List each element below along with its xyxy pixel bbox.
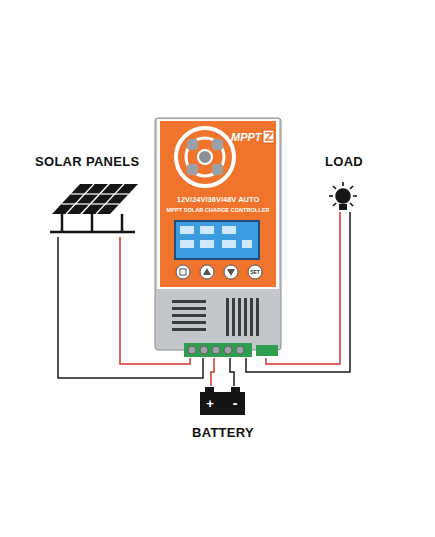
button-caption: SET [248,270,262,275]
positive-sign: + [204,397,216,410]
solar-panel-icon [50,184,138,232]
node-title: SOLAR PANELS [35,155,145,169]
battery-icon [200,387,245,415]
load-group: LOAD [318,155,370,212]
charge-controller: MPPT 12V/24V/36V/48V AUTO MPPT SOLAR CHARG… [155,118,281,358]
node-text: MPPT SOLAR CHARGE CONTROLLER [155,207,281,213]
negative-sign: - [229,396,241,410]
node-text: 12V/24V/36V/48V AUTO [155,196,281,204]
solar-panel-group: SOLAR PANELS [35,155,145,237]
node-title: LOAD [318,155,370,169]
black-wire [230,358,234,386]
node-title: MPPT [231,131,265,143]
battery-group: BATTERY [186,386,260,442]
bulb-icon [329,182,357,210]
charge-controller-body [155,118,281,357]
red-wire [211,358,214,386]
node-title: BATTERY [186,426,260,440]
